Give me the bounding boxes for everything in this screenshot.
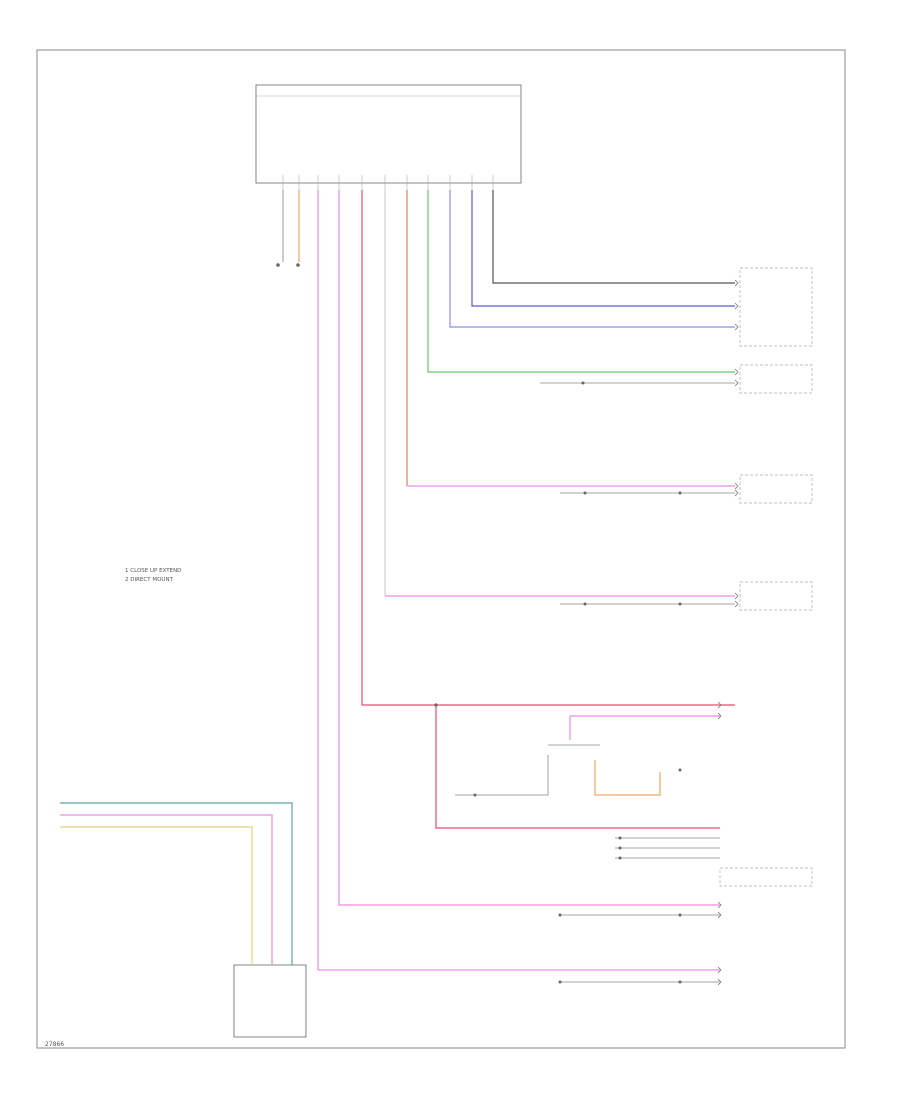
left-rear-lamp-box <box>739 581 813 611</box>
controller-module <box>255 84 522 190</box>
wire-orange-lamp <box>594 760 661 796</box>
wire-violet-pressure <box>60 814 273 965</box>
wire-red-splice <box>361 190 735 706</box>
sensor-box-1 <box>739 364 813 394</box>
legend-notes: 1 CLOSE UP EXTEND 2 DIRECT MOUNT <box>125 568 181 583</box>
legend-note-1: 1 CLOSE UP EXTEND <box>125 568 181 574</box>
pressure-sensor-module <box>233 964 307 1038</box>
splice-points <box>276 263 682 984</box>
connector-stubs <box>455 382 735 983</box>
diagram-border <box>36 49 846 1049</box>
wires <box>60 190 735 971</box>
figure-id: 27866 <box>45 1041 64 1048</box>
interior-module-box <box>719 867 813 887</box>
wire-teal-pressure <box>60 802 293 965</box>
controller-pin-ticks <box>282 175 494 190</box>
connector-ends <box>717 279 739 986</box>
wire-lightblue-fuel-pump <box>449 190 735 328</box>
wire-blue-fuel-pump <box>471 190 735 307</box>
fuel-pump-module-box <box>739 267 813 347</box>
wire-violet-passenger-door <box>317 190 720 971</box>
legend-note-2: 2 DIRECT MOUNT <box>125 577 174 583</box>
wire-black-fuel-pump <box>492 190 735 284</box>
wire-red-ground-branch <box>435 705 720 829</box>
right-rear-lamp-box <box>739 474 813 504</box>
wire-green-sensor <box>427 190 735 373</box>
wire-violet-driver-door <box>338 190 720 906</box>
wire-yellow-pressure <box>60 826 253 965</box>
